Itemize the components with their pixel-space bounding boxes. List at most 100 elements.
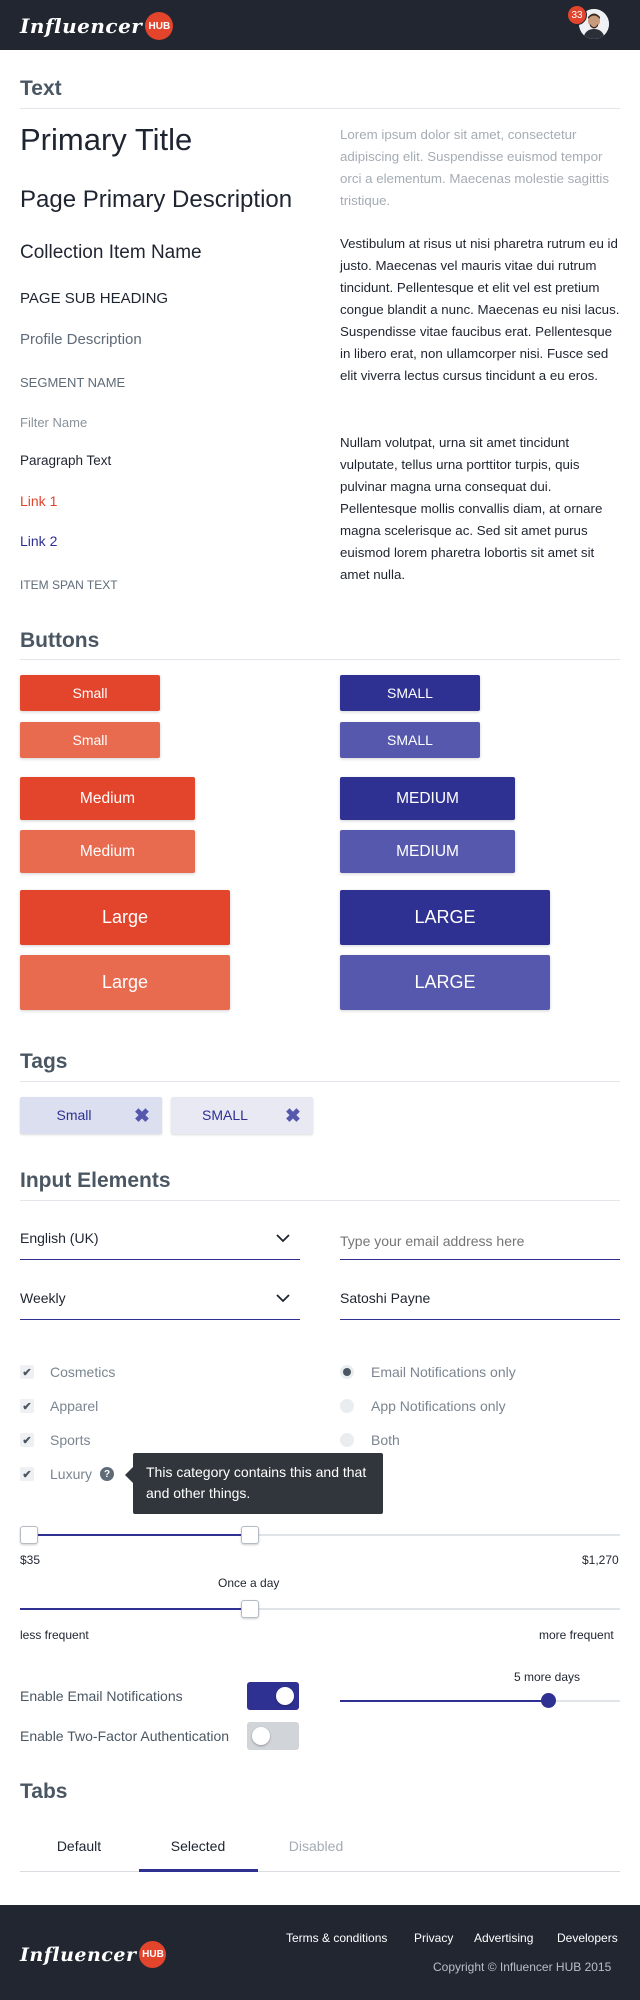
section-title-tabs: Tabs	[20, 1780, 68, 1803]
close-icon[interactable]: ✖	[285, 1106, 301, 1127]
frequency-select-value: Weekly	[20, 1290, 66, 1306]
section-title-inputs: Input Elements	[20, 1169, 171, 1192]
footer-link-privacy[interactable]: Privacy	[414, 1931, 454, 1945]
name-input-value: Satoshi Payne	[340, 1290, 431, 1306]
toggle-two-factor[interactable]	[247, 1722, 299, 1750]
copyright: Copyright © Influencer HUB 2015	[433, 1960, 612, 1974]
large-orange-button[interactable]: Large	[20, 890, 230, 945]
medium-orange-button[interactable]: Medium	[20, 777, 195, 820]
name-input[interactable]: Satoshi Payne	[340, 1288, 620, 1320]
checkbox-label: Cosmetics	[50, 1364, 116, 1380]
tag-label: Small	[56, 1107, 92, 1123]
small-orange-button[interactable]: Small	[20, 675, 160, 711]
range-slider-fill	[28, 1534, 250, 1536]
help-icon[interactable]: ?	[100, 1467, 115, 1481]
paragraph-body-1: Vestibulum at risus ut nisi pharetra rut…	[340, 236, 620, 383]
medium-blue-button[interactable]: MEDIUM	[340, 777, 515, 820]
tag-label: SMALL	[202, 1107, 248, 1123]
range-slider-min-handle[interactable]	[20, 1526, 38, 1544]
frequency-slider-handle[interactable]	[241, 1600, 259, 1618]
chevron-down-icon	[276, 1234, 290, 1243]
logo-hub-badge: HUB	[145, 12, 174, 40]
footer-link-terms[interactable]: Terms & conditions	[286, 1931, 388, 1945]
collection-item-name: Collection Item Name	[20, 242, 202, 263]
close-icon[interactable]: ✖	[134, 1106, 150, 1127]
toggle-2fa-label: Enable Two-Factor Authentication	[20, 1728, 230, 1744]
medium-blue-light-button[interactable]: MEDIUM	[340, 830, 515, 873]
divider	[20, 1200, 620, 1201]
range-min-label: $35	[20, 1553, 41, 1567]
radio-indicator	[340, 1399, 354, 1413]
logo[interactable]: Influencer HUB	[20, 12, 174, 40]
logo-hub-badge: HUB	[139, 1941, 167, 1968]
toggle-knob	[252, 1727, 270, 1745]
tag-small: Small ✖	[20, 1097, 162, 1134]
checkbox-cosmetics[interactable]: ✔Cosmetics	[20, 1364, 115, 1380]
avatar[interactable]	[579, 9, 609, 39]
language-select[interactable]: English (UK)	[20, 1228, 300, 1260]
radio-indicator	[340, 1365, 354, 1379]
footer-link-advertising[interactable]: Advertising	[474, 1931, 534, 1945]
link-2[interactable]: Link 2	[20, 533, 58, 549]
toggle-knob	[276, 1687, 294, 1705]
range-max-label: $1,270	[582, 1553, 619, 1567]
checkbox-luxury[interactable]: ✔Luxury?	[20, 1466, 115, 1482]
range-slider-track[interactable]	[20, 1534, 620, 1536]
large-blue-button[interactable]: LARGE	[340, 890, 550, 945]
tag-small-caps: SMALL ✖	[171, 1097, 313, 1134]
radio-both[interactable]: Both	[340, 1432, 400, 1448]
toggle-email-label: Enable Email Notifications	[20, 1688, 183, 1704]
frequency-select[interactable]: Weekly	[20, 1288, 300, 1320]
footer: Influencer HUB	[0, 1905, 640, 2000]
radio-label: Email Notifications only	[371, 1364, 516, 1380]
toggle-email-notifications[interactable]	[247, 1682, 299, 1710]
item-span-text: ITEM SPAN TEXT	[20, 578, 118, 592]
checkbox-label: Sports	[50, 1432, 91, 1448]
section-title-tags: Tags	[20, 1050, 68, 1073]
medium-orange-light-button[interactable]: Medium	[20, 830, 195, 873]
frequency-left-label: less frequent	[20, 1628, 89, 1642]
frequency-right-label: more frequent	[539, 1628, 614, 1642]
radio-label: App Notifications only	[371, 1398, 506, 1414]
chevron-down-icon	[276, 1294, 290, 1303]
tab-selected[interactable]: Selected	[170, 1838, 226, 1854]
radio-indicator	[340, 1433, 354, 1447]
divider	[20, 1081, 620, 1082]
checkbox-sports[interactable]: ✔ Sports	[20, 1432, 90, 1448]
page-primary-description: Page Primary Description	[20, 186, 293, 213]
footer-logo[interactable]: Influencer HUB	[20, 1941, 167, 1968]
small-blue-button[interactable]: SMALL	[340, 675, 480, 711]
checkbox-apparel[interactable]: ✔ Apparel	[20, 1398, 98, 1414]
paragraph-light: Lorem ipsum dolor sit amet, consectetur …	[340, 127, 610, 208]
section-title-text: Text	[20, 77, 62, 100]
tooltip: This category contains this and that and…	[125, 1453, 383, 1514]
email-input[interactable]	[340, 1228, 620, 1260]
footer-link-developers[interactable]: Developers	[557, 1931, 618, 1945]
radio-label: Both	[371, 1432, 400, 1448]
checkmark-icon: ✔	[20, 1467, 34, 1481]
large-orange-light-button[interactable]: Large	[20, 955, 230, 1010]
large-blue-light-button[interactable]: LARGE	[340, 955, 550, 1010]
small-orange-light-button[interactable]: Small	[20, 722, 160, 758]
tab-default[interactable]: Default	[56, 1838, 102, 1854]
radio-email-only[interactable]: Email Notifications only	[340, 1364, 516, 1380]
small-blue-light-button[interactable]: SMALL	[340, 722, 480, 758]
frequency-slider-track[interactable]	[20, 1608, 620, 1610]
profile-description: Profile Description	[20, 331, 142, 348]
paragraph-text: Paragraph Text	[20, 453, 112, 468]
logo-wordmark: Influencer	[20, 14, 143, 38]
days-slider-label: 5 more days	[514, 1670, 581, 1684]
days-slider-fill	[340, 1700, 549, 1702]
divider	[20, 659, 620, 660]
radio-app-only[interactable]: App Notifications only	[340, 1398, 506, 1414]
notification-badge[interactable]: 33	[567, 5, 587, 25]
primary-title: Primary Title	[20, 122, 193, 157]
range-slider-max-handle[interactable]	[241, 1526, 259, 1544]
filter-name: Filter Name	[20, 415, 88, 430]
checkmark-icon: ✔	[20, 1399, 34, 1413]
days-slider-handle[interactable]	[541, 1693, 556, 1708]
checkmark-icon: ✔	[20, 1433, 34, 1447]
checkbox-label: Apparel	[50, 1398, 99, 1414]
link-1[interactable]: Link 1	[20, 493, 58, 509]
frequency-slider-fill	[20, 1608, 250, 1610]
